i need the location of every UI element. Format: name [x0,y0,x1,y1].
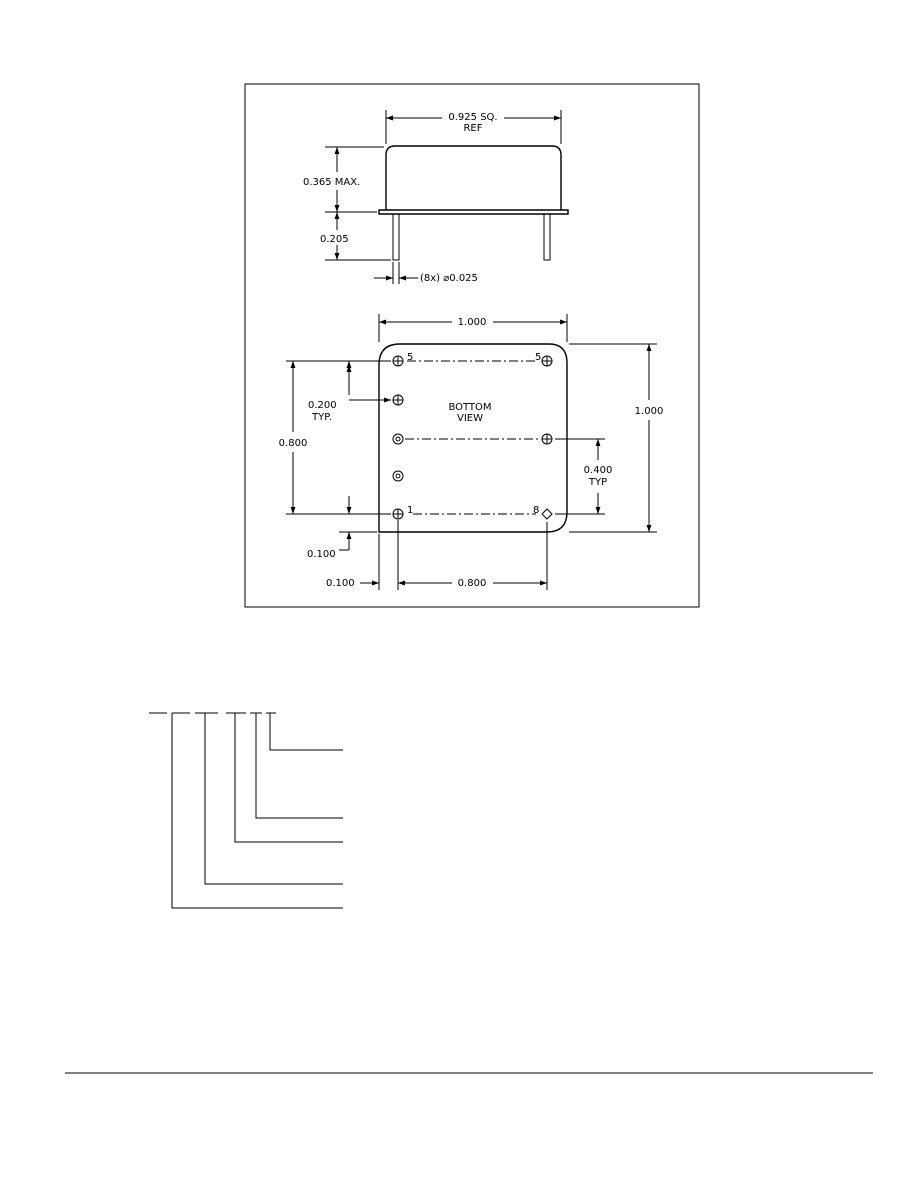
package-flange [378,209,569,215]
side-height-dim: 0.365 MAX. [303,177,360,188]
pin-1 [392,508,404,520]
bottom-edge-offset-x-dim: 0.100 [326,578,355,589]
lead-right [543,213,551,261]
side-lead-dia-dim: (8x) ⌀0.025 [420,273,478,284]
leader-line-1 [269,713,343,751]
pin-label-top-left: 5 [407,352,413,363]
side-width-ref: REF [463,123,482,134]
bottom-edge-offset-y-dim: 0.100 [307,549,336,560]
pin-left-2 [392,394,404,406]
bottom-row-spacing-typ: TYP. [311,412,332,423]
bottom-half-span-typ: TYP [588,477,607,488]
leader-line-3 [234,713,343,843]
bottom-outline [378,343,568,533]
pin-8 [541,508,553,520]
bottom-view-title-1: BOTTOM [448,402,491,413]
pin-label-top-right: 5 [535,352,541,363]
bottom-view: 5 5 1 8 BOTTOM VIEW 1.000 1.000 0.800 0.… [279,314,664,590]
lead-left [392,213,400,261]
bottom-half-span-dim: 0.400 [584,465,613,476]
package-body [385,145,562,210]
pin-right-middle [541,433,553,445]
leader-line-5 [171,713,343,909]
bottom-pin-span-dim: 0.800 [279,438,308,449]
side-view: 0.925 SQ. REF 0.365 MAX. 0.205 (8x) ⌀0.0… [303,110,569,284]
bottom-row-spacing-dim: 0.200 [308,400,337,411]
bottom-width-dim: 1.000 [458,317,487,328]
leader-line-2 [255,713,343,819]
pin-label-8: 8 [533,505,539,516]
leader-line-4 [204,713,343,885]
bottom-view-title-2: VIEW [457,413,483,424]
bottom-height-dim: 1.000 [635,406,664,417]
part-number-leader-tree [149,712,343,909]
pin-top-right [541,355,553,367]
side-lead-length-dim: 0.205 [320,234,349,245]
pin-left-3 [392,433,404,445]
drawing-frame [244,83,700,608]
pin-label-1: 1 [407,505,413,516]
pin-left-4 [392,470,404,482]
bottom-pin-row-width-dim: 0.800 [458,578,487,589]
pin-top-left [392,355,404,367]
side-width-dim: 0.925 SQ. [448,112,497,123]
